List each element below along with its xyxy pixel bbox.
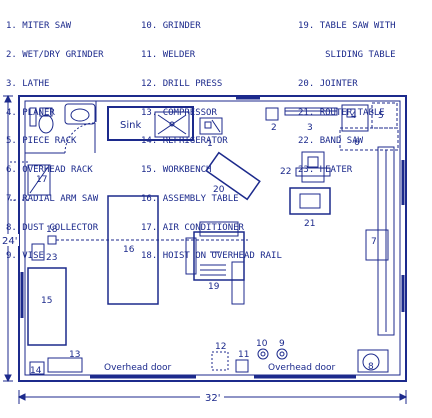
table-saw	[185, 221, 245, 305]
legend-col-1: 1. MITER SAW 2. WET/DRY GRINDER 3. LATHE…	[6, 3, 104, 281]
legend-item: 8. DUST COLLECTOR	[6, 222, 99, 233]
label-3: 3	[307, 123, 313, 133]
wet-dry-grinder	[265, 107, 279, 121]
legend-item: 11. WELDER	[141, 49, 196, 60]
label-21: 21	[304, 219, 315, 229]
legend-item: 12. DRILL PRESS	[141, 78, 223, 89]
legend-item: 1. MITER SAW	[6, 21, 72, 32]
label-16: 16	[123, 245, 135, 255]
door-swing-icon	[64, 122, 96, 154]
overhead-door-right-label: Overhead door	[268, 363, 336, 373]
air-conditioner	[27, 164, 51, 196]
label-19: 19	[208, 282, 220, 292]
legend-item: 14. REFRIGERATOR	[141, 136, 228, 147]
sink-label: Sink	[120, 120, 141, 131]
legend-item: 16. ASSEMBLY TABLE	[141, 193, 239, 204]
label-8: 8	[368, 362, 374, 372]
legend-item: 15. WORKBENCH	[141, 165, 212, 176]
label-18: 18	[46, 225, 58, 235]
legend-item: 6. OVERHEAD RACK	[6, 165, 93, 176]
bathroom	[25, 101, 97, 154]
legend-item: 4. PLANER	[6, 107, 55, 118]
label-13: 13	[69, 350, 80, 360]
label-17: 17	[36, 175, 47, 185]
legend-item: 10. GRINDER	[141, 21, 201, 32]
label-22: 22	[280, 167, 291, 177]
label-14: 14	[30, 366, 42, 376]
label-20: 20	[213, 185, 225, 195]
legend-item: 21. ROUTER TABLE	[298, 107, 385, 118]
legend-col-3: 19. TABLE SAW WITH SLIDING TABLE 20. JOI…	[298, 3, 396, 195]
vise	[276, 348, 288, 360]
welder	[235, 359, 249, 373]
item-number-labels: 1 2 3 4 5 6 7 8 9 10 11 12 13 14 15 16 1…	[30, 111, 384, 376]
legend-item: 18. HOIST ON OVERHEAD RAIL	[141, 251, 282, 262]
legend-item: 2. WET/DRY GRINDER	[6, 49, 104, 60]
legend-item: 13. COMPRESSOR	[141, 107, 217, 118]
label-23: 23	[46, 253, 57, 263]
planer	[341, 104, 369, 132]
label-7: 7	[371, 237, 377, 247]
drill-press	[211, 351, 229, 371]
legend-item: 5. PIECE RACK	[6, 136, 77, 147]
label-5: 5	[378, 111, 384, 121]
legend-item: 9. VISE	[6, 251, 44, 262]
legend-item: 7. RADIAL ARM SAW	[6, 193, 99, 204]
height-dimension-label: 24'	[2, 236, 17, 247]
sink-counter	[107, 106, 194, 141]
refrigerator	[29, 361, 45, 375]
grinder	[257, 348, 269, 360]
legend-item: 3. LATHE	[6, 78, 50, 89]
legend-item: 17. AIR CONDITIONER	[141, 222, 244, 233]
workbench	[27, 267, 67, 346]
label-12: 12	[215, 342, 226, 352]
legend-item: 23. HEATER	[298, 165, 353, 176]
label-4: 4	[351, 111, 357, 121]
hoist-overhead-rail	[47, 235, 248, 245]
assembly-table	[107, 195, 159, 305]
legend-item: 20. JOINTER	[298, 78, 358, 89]
miter-saw	[199, 117, 223, 135]
bath-sink-icon	[64, 103, 96, 125]
windows	[20, 96, 405, 318]
label-11: 11	[238, 350, 249, 360]
jointer	[205, 151, 261, 201]
compressor	[47, 357, 83, 373]
width-dimension-label: 32'	[205, 393, 220, 404]
piece-rack	[371, 102, 398, 129]
label-9: 9	[279, 339, 285, 349]
legend-item: 19. TABLE SAW WITH	[298, 21, 396, 32]
toilet-icon	[38, 114, 54, 134]
label-1: 1	[207, 139, 213, 149]
lathe	[284, 107, 338, 116]
label-10: 10	[256, 339, 268, 349]
heater	[31, 243, 45, 261]
router-table	[289, 187, 331, 215]
radial-arm-saw	[365, 146, 395, 336]
label-6: 6	[354, 138, 360, 148]
legend-item: SLIDING TABLE	[298, 49, 396, 60]
label-15: 15	[41, 296, 52, 306]
band-saw	[295, 151, 331, 183]
legend-col-2: 10. GRINDER 11. WELDER 12. DRILL PRESS 1…	[141, 3, 282, 281]
dust-collector	[357, 349, 389, 373]
overhead-door-left-label: Overhead door	[104, 363, 172, 373]
legend-item: 22. BAND SAW	[298, 136, 364, 147]
label-2: 2	[271, 123, 277, 133]
